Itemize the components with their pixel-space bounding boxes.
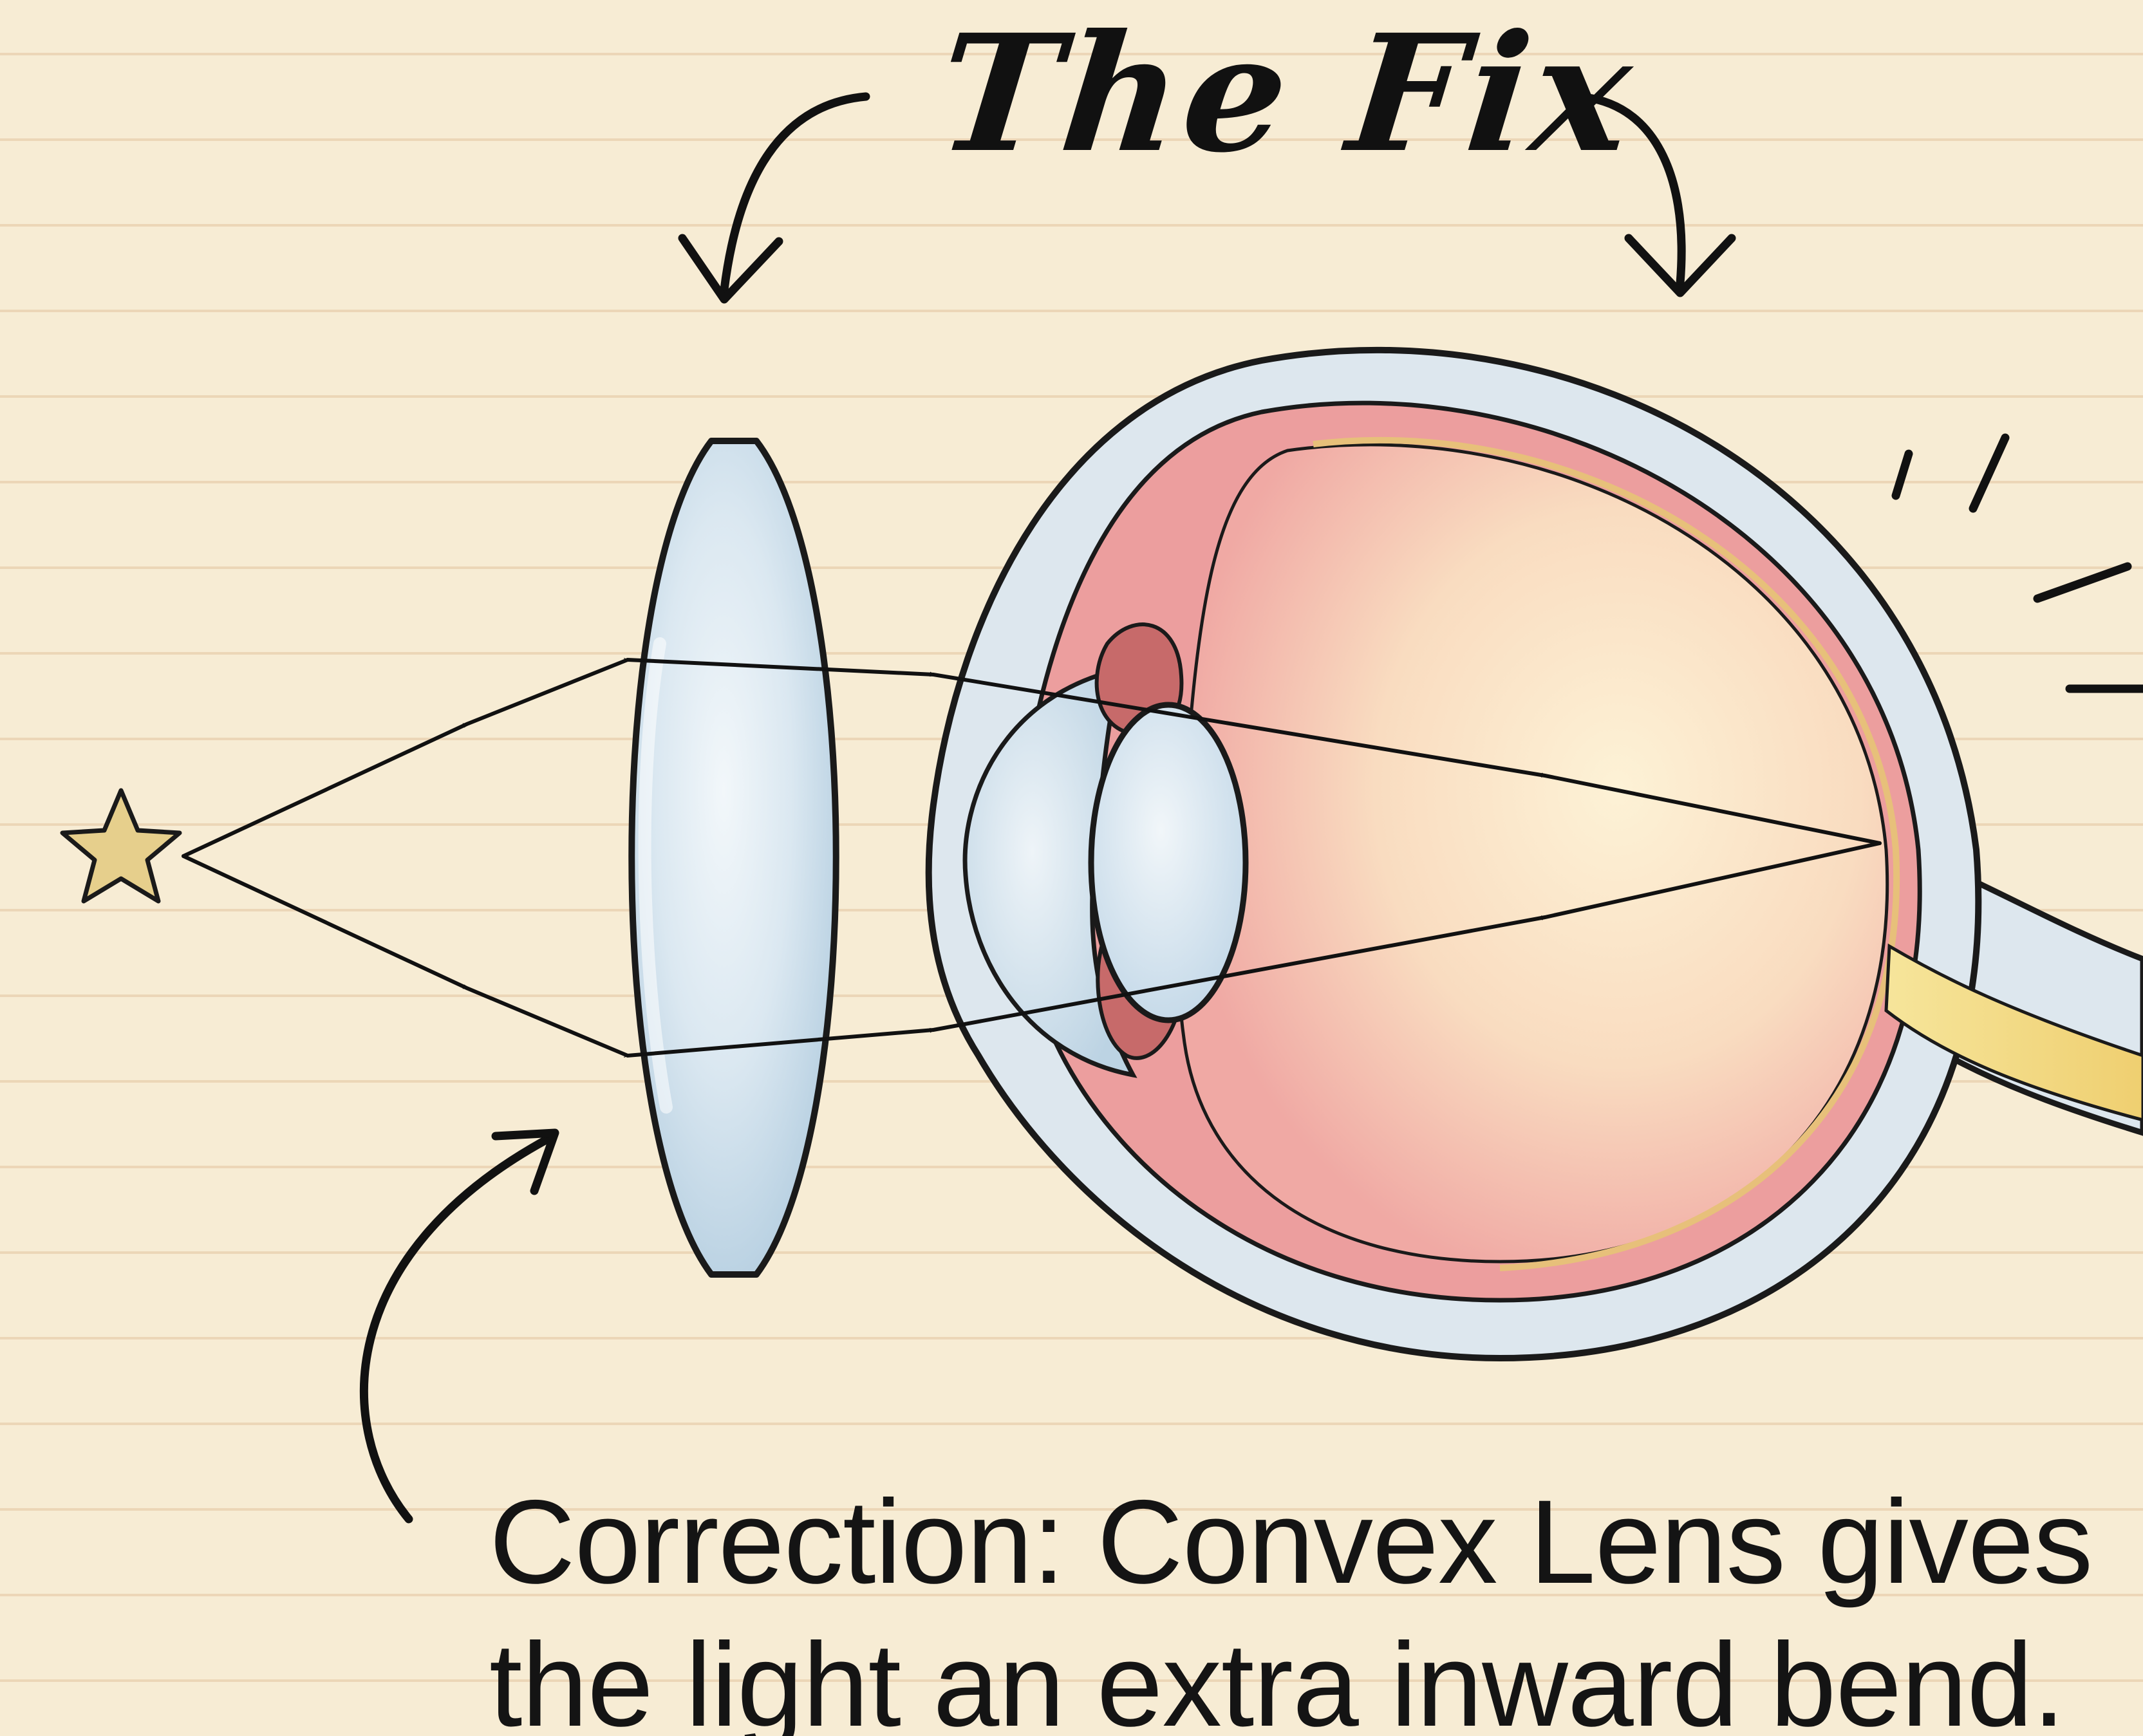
emphasis-marks [1896,438,2143,689]
caption-line-1: Correction: Convex Lens gives [489,1471,2092,1614]
eyeball [929,350,2143,1358]
left-curved-arrow-icon [724,97,866,290]
caption-line-2: the light an extra inward bend. [489,1614,2092,1736]
caption-curved-arrow-icon [364,1139,547,1519]
crystalline-lens [1091,705,1246,1020]
caption: Correction: Convex Lens gives the light … [489,1471,2092,1736]
star-icon [62,790,180,901]
convex-lens [632,441,836,1274]
diagram-title: The Fix [931,13,1642,174]
caption-arrow [364,1133,555,1519]
